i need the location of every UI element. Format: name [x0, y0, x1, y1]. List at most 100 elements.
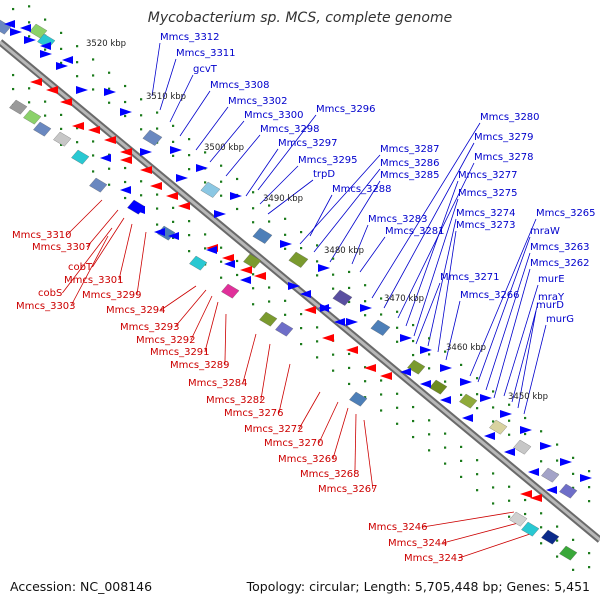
tick-mark: [572, 568, 575, 571]
gene-label-reverse: Mmcs_3268: [300, 469, 360, 480]
gene-label-reverse: Mmcs_3243: [404, 553, 464, 564]
tick-mark: [140, 114, 143, 117]
tick-mark: [508, 499, 511, 502]
tick-mark: [364, 380, 367, 383]
forward-gene-block: [288, 251, 309, 268]
tick-mark: [92, 88, 95, 91]
tick-mark: [188, 168, 191, 171]
tick-mark: [76, 127, 79, 130]
gene-labels: Mmcs_3312Mmcs_3311gcvTMmcs_3308Mmcs_3302…: [12, 32, 596, 564]
tick-mark: [76, 75, 79, 78]
tick-mark: [396, 406, 399, 409]
gene-label-reverse: Mmcs_3244: [388, 538, 448, 549]
reverse-gene: [120, 156, 132, 164]
tick-mark: [12, 73, 15, 77]
tick-mark: [316, 340, 319, 343]
leader-line: [159, 58, 177, 111]
gene-label-forward: Mmcs_3302: [228, 96, 288, 107]
tick-mark: [236, 207, 239, 211]
forward-gene-block: [200, 181, 221, 198]
reverse-gene: [60, 98, 72, 106]
gene-label-forward: Mmcs_3275: [458, 188, 518, 199]
tick-mark: [44, 114, 47, 117]
tick-mark: [268, 220, 271, 223]
tick-mark: [284, 313, 287, 316]
tick-mark: [460, 475, 463, 478]
tick-mark: [12, 7, 15, 11]
tick-mark: [492, 406, 495, 409]
tick-mark: [236, 273, 239, 277]
gene-label-forward: Mmcs_3288: [332, 184, 392, 195]
tick-mark: [28, 21, 31, 24]
tick-mark: [476, 393, 479, 396]
tick-mark: [572, 486, 575, 489]
tick-mark: [252, 221, 255, 224]
forward-gene: [224, 260, 235, 268]
tick-mark: [92, 140, 95, 143]
reverse-gene-block: [189, 255, 208, 271]
forward-gene: [170, 146, 182, 154]
gene-label-forward: Mmcs_3273: [456, 220, 516, 231]
tick-mark: [188, 138, 191, 141]
tick-mark: [44, 18, 47, 21]
forward-gene: [10, 28, 22, 36]
gene-label-reverse: Mmcs_3276: [224, 408, 284, 419]
tick-mark: [508, 419, 511, 422]
gene-label-forward: Mmcs_3280: [480, 112, 540, 123]
tick-mark: [428, 367, 431, 370]
forward-gene: [560, 458, 572, 466]
tick-mark: [444, 350, 447, 353]
forward-gene-block: [541, 467, 560, 483]
reverse-gene-block: [33, 121, 52, 137]
forward-gene: [318, 304, 329, 312]
tick-mark: [492, 420, 495, 423]
leader-line: [415, 282, 441, 345]
forward-gene-block: [370, 319, 391, 336]
tick-mark: [412, 323, 415, 327]
tick-mark: [348, 366, 351, 370]
tick-mark: [28, 87, 31, 90]
axis-label: 3510 kbp: [146, 92, 186, 102]
label-leader-lines: [62, 42, 547, 559]
leader-line: [371, 122, 481, 299]
reverse-gene-block: [521, 521, 540, 537]
tick-mark: [140, 98, 143, 101]
tick-mark: [284, 247, 287, 250]
gene-label-forward: murE: [538, 274, 565, 285]
tick-mark: [204, 233, 207, 236]
gene-label-forward: Mmcs_3263: [530, 242, 590, 253]
tick-mark: [172, 124, 175, 127]
forward-gene: [504, 448, 515, 456]
tick-mark: [396, 310, 399, 313]
forward-gene: [540, 442, 552, 450]
forward-gene: [40, 42, 51, 50]
tick-mark: [348, 352, 351, 356]
tick-mark: [316, 244, 319, 247]
forward-gene: [134, 206, 145, 214]
tick-mark: [252, 191, 255, 194]
forward-gene: [120, 108, 132, 116]
reverse-gene-block: [275, 321, 294, 337]
leader-line: [359, 236, 386, 273]
leader-line: [405, 180, 459, 327]
tick-mark: [316, 356, 319, 359]
tick-mark: [204, 247, 207, 250]
tick-mark: [284, 233, 287, 236]
gene-label-reverse: Mmcs_3301: [64, 275, 124, 286]
tick-mark: [492, 472, 495, 475]
tick-mark: [140, 194, 143, 197]
page-title: Mycobacterium sp. MCS, complete genome: [147, 10, 453, 26]
axis-label: 3480 kbp: [324, 246, 364, 256]
leader-line: [257, 114, 317, 191]
leader-line: [469, 218, 537, 377]
forward-gene: [280, 240, 292, 248]
tick-mark: [60, 47, 63, 50]
gene-label-reverse: Mmcs_3270: [264, 438, 324, 449]
axis-label: 3500 kbp: [204, 143, 244, 153]
tick-mark: [476, 459, 479, 462]
tick-mark: [428, 449, 431, 452]
tick-mark: [316, 274, 319, 277]
reverse-gene: [254, 272, 266, 280]
reverse-gene: [30, 78, 42, 86]
